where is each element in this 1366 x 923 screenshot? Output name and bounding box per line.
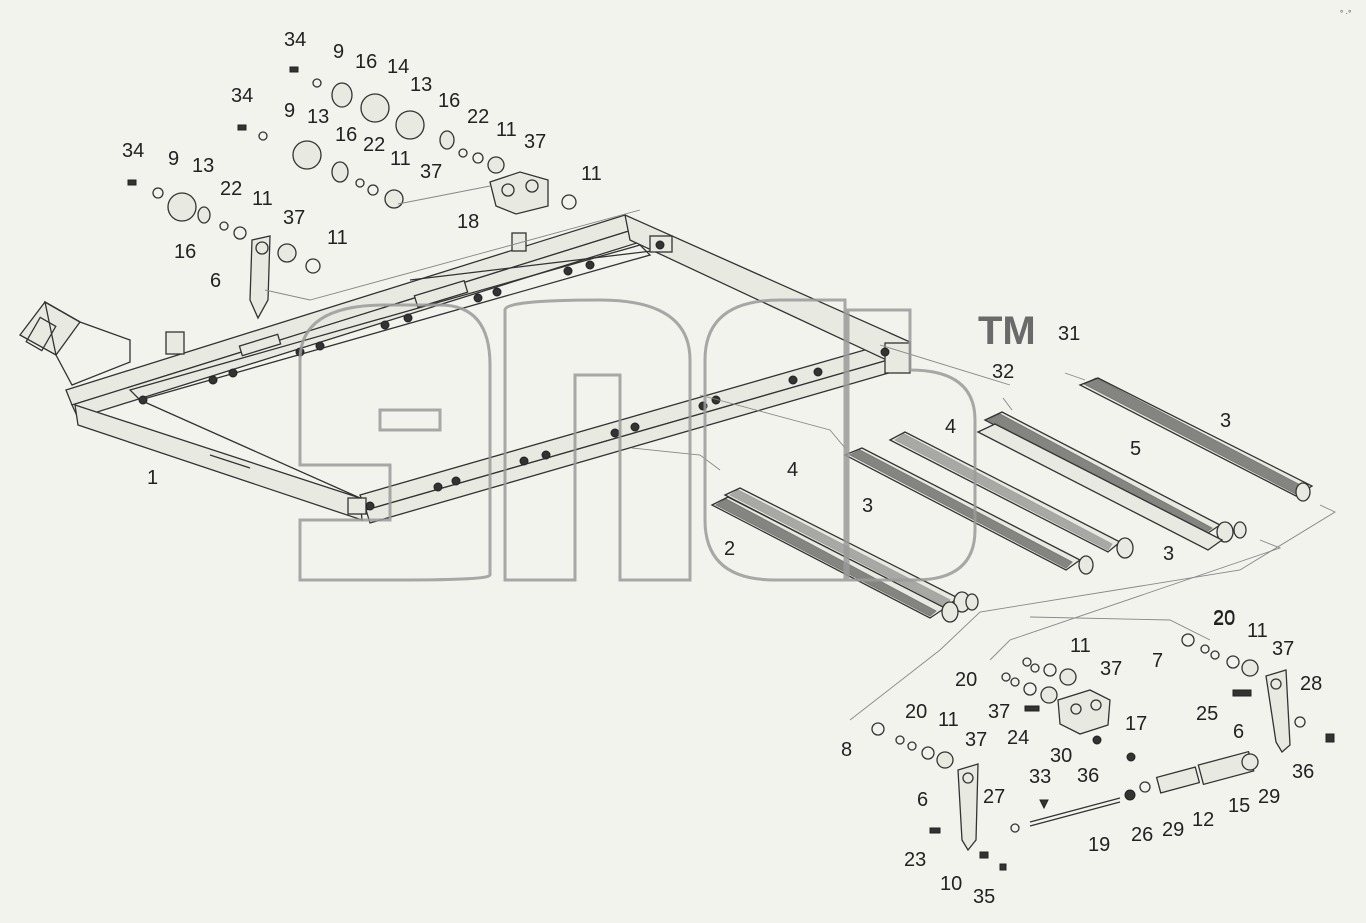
callout: 24 <box>1007 727 1029 749</box>
callout: 6 <box>1233 721 1244 743</box>
callout: 31 <box>1058 323 1080 345</box>
callout: 37 <box>1100 658 1122 680</box>
callout: 29 <box>1258 786 1280 808</box>
callout: 11 <box>252 188 273 210</box>
callout: 4 <box>945 416 956 438</box>
callout: 3 <box>862 495 873 517</box>
callout: 16 <box>438 90 460 112</box>
callout: 20 <box>1213 608 1235 630</box>
callout: 13 <box>410 74 432 96</box>
callout: 10 <box>940 873 962 895</box>
callout-labels: 34 9 16 14 13 34 9 13 16 22 16 22 11 37 … <box>122 29 1322 908</box>
callout: 36 <box>1292 761 1314 783</box>
callout: 34 <box>231 85 253 107</box>
drive-gears-upper <box>127 66 577 274</box>
callout: 9 <box>284 100 295 122</box>
callout: 34 <box>284 29 306 51</box>
callout: 12 <box>1192 809 1214 831</box>
callout: 33 <box>1029 766 1051 788</box>
callout: 37 <box>420 161 442 183</box>
callout: 7 <box>1152 650 1163 672</box>
callout: 37 <box>965 729 987 751</box>
callout: 3 <box>1220 410 1231 432</box>
callout: 15 <box>1228 795 1250 817</box>
callout: 36 <box>1077 765 1099 787</box>
callout: 9 <box>168 148 179 170</box>
callout: 35 <box>973 886 995 908</box>
roller-3-middle <box>843 447 1094 575</box>
callout: 32 <box>992 361 1014 383</box>
callout: 30 <box>1050 745 1072 767</box>
callout: 9 <box>333 41 344 63</box>
callout: 20 <box>1213 607 1235 629</box>
callout: 11 <box>1247 620 1268 642</box>
lower-right-parts <box>871 633 1335 871</box>
callout: 23 <box>904 849 926 871</box>
callout: 17 <box>1125 713 1147 735</box>
callout: 27 <box>983 786 1005 808</box>
callout: 34 <box>122 140 144 162</box>
callout: 16 <box>355 51 377 73</box>
lever-6-upper <box>249 235 271 320</box>
frame-holes <box>138 240 890 511</box>
callout: 37 <box>524 131 546 153</box>
bracket-18 <box>489 171 549 215</box>
roller-5 <box>983 411 1247 543</box>
callout: 13 <box>307 106 329 128</box>
corner-mark: ° ·° <box>1340 9 1351 18</box>
callout: 19 <box>1088 834 1110 856</box>
callout: 29 <box>1162 819 1184 841</box>
callout: 28 <box>1300 673 1322 695</box>
callout: 16 <box>174 241 196 263</box>
callout: 11 <box>581 163 602 185</box>
callout: 22 <box>467 106 489 128</box>
callout: 6 <box>210 270 221 292</box>
callout: 37 <box>988 701 1010 723</box>
callout: 16 <box>335 124 357 146</box>
roller-4-upper <box>888 431 1134 559</box>
callout: 25 <box>1196 703 1218 725</box>
callout: 26 <box>1131 824 1153 846</box>
callout: 37 <box>283 207 305 229</box>
callout: 6 <box>917 789 928 811</box>
roller-2 <box>710 496 979 623</box>
callout: 3 <box>1163 543 1174 565</box>
callout: 11 <box>390 148 411 170</box>
watermark-tm: TM <box>978 309 1036 353</box>
callout: 1 <box>147 467 158 489</box>
watermark-logo: TM <box>298 298 1036 582</box>
leader-lines <box>264 185 1336 721</box>
callout: 20 <box>905 701 927 723</box>
callout: 11 <box>327 227 348 249</box>
roller-3-top <box>1078 377 1314 502</box>
callout: 22 <box>363 134 385 156</box>
roller-4-lower <box>723 487 971 613</box>
callout: 4 <box>787 459 798 481</box>
callout: 11 <box>938 709 959 731</box>
callout: 22 <box>220 178 242 200</box>
roller-3-right <box>976 423 1224 551</box>
callout: 11 <box>1070 635 1091 657</box>
callout: 20 <box>955 669 977 691</box>
callout: 11 <box>496 119 517 141</box>
callout: 14 <box>387 56 409 78</box>
callout: 5 <box>1130 438 1141 460</box>
callout: 13 <box>192 155 214 177</box>
main-frame <box>19 213 911 524</box>
callout: 37 <box>1272 638 1294 660</box>
callout: 2 <box>724 538 735 560</box>
callout: 8 <box>841 739 852 761</box>
callout: 18 <box>457 211 479 233</box>
